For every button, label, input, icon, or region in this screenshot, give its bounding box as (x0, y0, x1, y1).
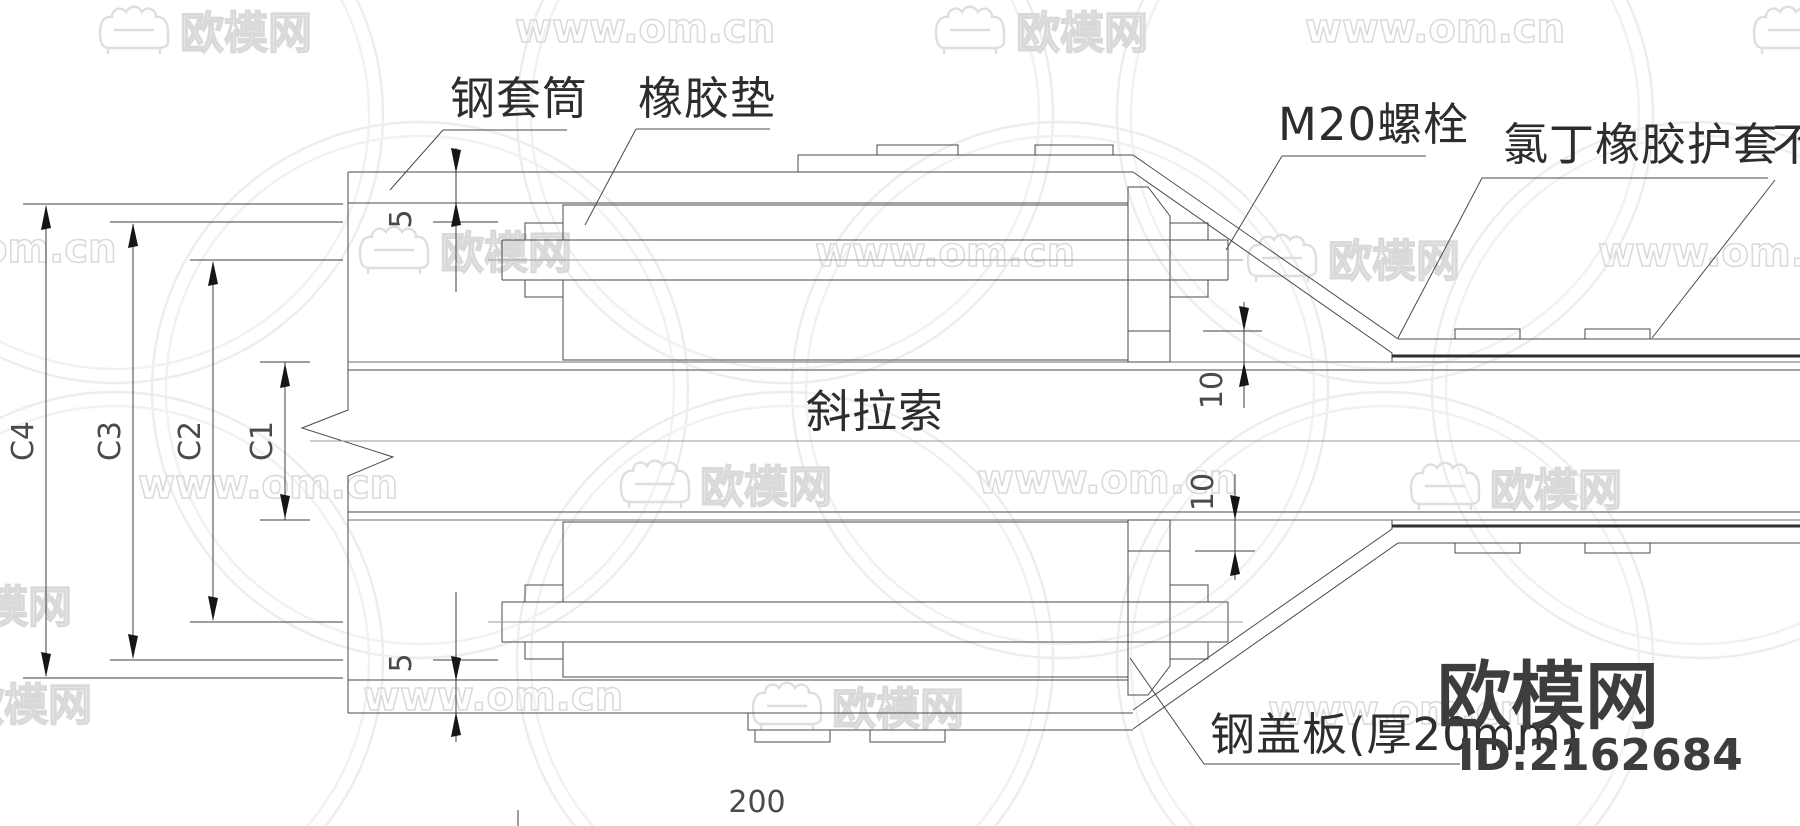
watermark-brand: 欧模网 (0, 680, 92, 731)
rubber-pad-bottom (562, 521, 1129, 678)
m20-bolt-bottom (488, 584, 1243, 660)
sofa-icon (751, 681, 823, 732)
label-steel-sleeve: 钢套筒 (389, 72, 588, 191)
dimension-c1: C1 (245, 361, 310, 521)
cable-break-symbol (300, 172, 395, 713)
label-stay-cable-text: 斜拉索 (806, 385, 944, 438)
bolt-washer (524, 641, 564, 660)
top-cover-plate (797, 144, 1133, 172)
watermark-brand: 欧模网 (1016, 8, 1148, 59)
clamp-block-top (1127, 186, 1171, 363)
bolt-boss (1034, 144, 1114, 156)
sofa-icon (619, 459, 691, 510)
dimension-5-top: 5 (384, 148, 498, 292)
dimension-c3: C3 (93, 221, 343, 661)
sheath-clamp-band (1584, 328, 1651, 340)
label-steel-cover-plate: 钢盖板(厚20mm) (1129, 657, 1580, 765)
dimension-5-bottom: 5 (384, 592, 498, 742)
dim-10-bottom-text: 10 (1186, 473, 1221, 511)
label-steel-cover-plate-text: 钢盖板(厚20mm) (1210, 708, 1580, 761)
dim-c3-text: C3 (93, 421, 128, 461)
dim-c1-text: C1 (245, 421, 280, 461)
bolt-boss (869, 729, 946, 743)
dim-5-top-text: 5 (384, 209, 419, 228)
dimension-200: 200 (517, 785, 786, 826)
sheath-clamp-band (1584, 542, 1651, 554)
bolt-boss (754, 729, 831, 743)
watermark-url: www.om.cn (515, 6, 775, 52)
dim-200-text: 200 (728, 785, 785, 820)
dim-10-top-text: 10 (1195, 371, 1230, 409)
sofa-icon (1752, 5, 1800, 56)
bolt-nut (1169, 279, 1209, 298)
dim-c2-text: C2 (173, 421, 208, 461)
watermark-brand: 欧模网 (0, 582, 72, 633)
dim-5-bottom-text: 5 (384, 653, 419, 672)
site-id: ID:2162684 (1458, 730, 1743, 781)
bolt-nut (1169, 584, 1209, 603)
site-branding: 欧模网 ID:2162684 (1437, 654, 1743, 781)
bolt-washer (524, 222, 564, 241)
label-rubber-pad: 橡胶垫 (584, 72, 776, 226)
bolt-nut (1169, 222, 1209, 241)
watermark-brand: 欧模网 (440, 228, 572, 279)
watermark-url: www.om.cn (977, 457, 1237, 503)
label-rubber-pad-text: 橡胶垫 (638, 72, 776, 125)
sheath-clamp-band (1454, 328, 1521, 340)
stay-cable (310, 361, 1800, 521)
neoprene-sheath-bottom (1392, 524, 1800, 554)
dim-c4-text: C4 (6, 421, 41, 461)
watermark-url: www.om.cn (1598, 230, 1800, 276)
label-right-clipped-text: 不 (1772, 118, 1800, 171)
watermark-brand: 欧模网 (700, 462, 832, 513)
dimension-c2: C2 (173, 259, 343, 623)
neoprene-sheath-top (1392, 328, 1800, 358)
dimension-c4: C4 (6, 203, 343, 679)
site-logo: 欧模网 (1437, 654, 1659, 740)
bolt-nut (1169, 641, 1209, 660)
label-stay-cable: 斜拉索 (806, 385, 944, 438)
label-m20-bolt: M20螺栓 (1225, 98, 1469, 251)
bottom-cover-plate (747, 713, 1133, 743)
sheath-clamp-band (1454, 542, 1521, 554)
transition-cone-top (1132, 154, 1399, 362)
bolt-washer (524, 584, 564, 603)
watermark-url: www.om.cn (1305, 6, 1565, 52)
watermark-brand: 欧模网 (1490, 465, 1622, 516)
label-steel-sleeve-text: 钢套筒 (450, 72, 588, 125)
label-neoprene-sheath: 氯丁橡胶护套 (1397, 118, 1779, 339)
watermark-brand: 欧模网 (832, 684, 964, 735)
clamp-block-bottom (1127, 519, 1171, 696)
sofa-icon (934, 5, 1006, 56)
watermark-url: www.om.cn (138, 462, 398, 508)
m20-bolt-top (488, 222, 1243, 298)
label-right-clipped: 不 (1651, 118, 1800, 339)
bolt-washer (524, 279, 564, 298)
dimension-10-top: 10 (1195, 302, 1262, 409)
watermark-url-tail: om.cn (0, 226, 117, 272)
watermark-url: www.om.cn (1268, 688, 1528, 734)
watermark-brand: 欧模网 (1328, 236, 1460, 287)
bolt-boss (876, 144, 959, 156)
sofa-icon (98, 5, 170, 56)
steel-sleeve (300, 171, 1133, 714)
label-neoprene-sheath-text: 氯丁橡胶护套 (1503, 118, 1779, 171)
dimension-10-bottom: 10 (1186, 473, 1255, 580)
watermark-url: www.om.cn (815, 230, 1075, 276)
transition-cone-bottom (1132, 520, 1399, 730)
watermark-brand: 欧模网 (180, 8, 312, 59)
sofa-icon (358, 225, 430, 276)
label-m20-bolt-text: M20螺栓 (1278, 98, 1469, 151)
